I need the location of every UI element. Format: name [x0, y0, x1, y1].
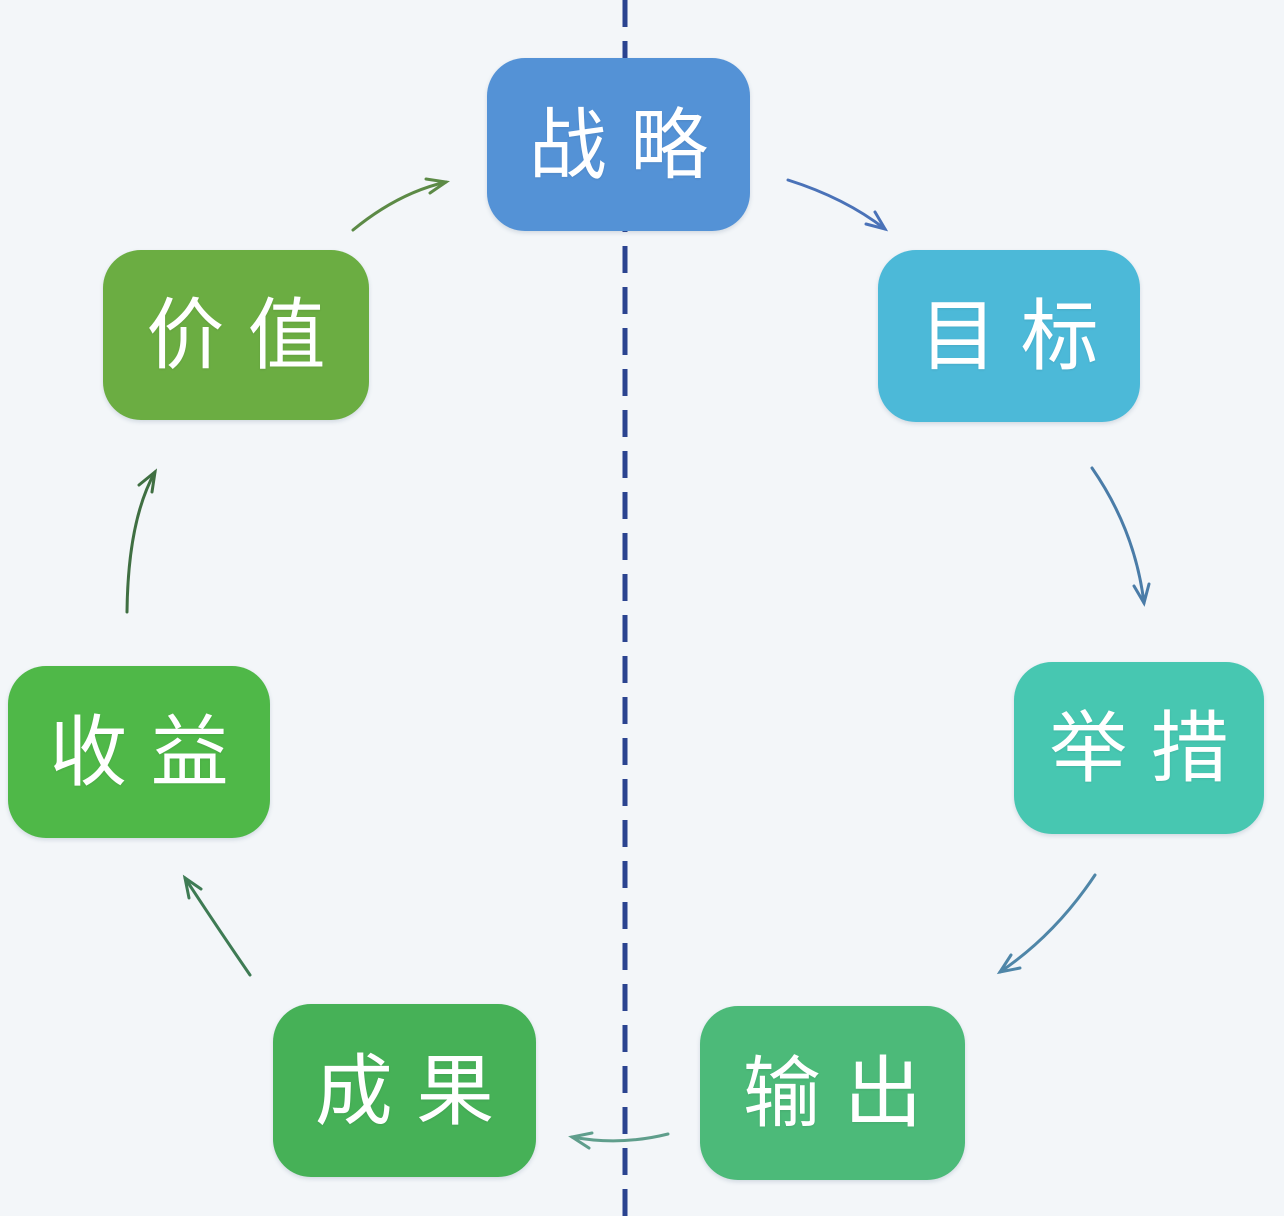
arrow-initiatives-to-output: [996, 873, 1097, 975]
node-strategy-label: 战略: [528, 100, 732, 189]
arrow-benefits-to-value: [125, 468, 158, 614]
node-initiatives-label: 举措: [1049, 704, 1253, 792]
node-outcomes: 成果: [273, 1004, 536, 1177]
node-strategy: 战略: [487, 58, 750, 231]
node-outcomes-label: 成果: [314, 1046, 518, 1135]
node-output-label: 输出: [742, 1049, 946, 1137]
node-benefits: 收益: [8, 666, 270, 838]
arrow-outcomes-to-benefits: [182, 874, 252, 977]
node-goal: 目标: [878, 250, 1140, 422]
arrow-strategy-to-goal: [786, 178, 889, 232]
node-value-label: 价值: [146, 291, 350, 379]
arrow-output-to-outcomes: [568, 1131, 670, 1150]
node-output: 输出: [700, 1006, 965, 1180]
node-value: 价值: [103, 250, 369, 420]
arrow-goal-to-initiatives: [1090, 466, 1151, 607]
node-initiatives: 举措: [1014, 662, 1264, 834]
arrow-value-to-strategy: [351, 177, 450, 232]
node-benefits-label: 收益: [49, 708, 253, 796]
node-goal-label: 目标: [919, 292, 1123, 380]
